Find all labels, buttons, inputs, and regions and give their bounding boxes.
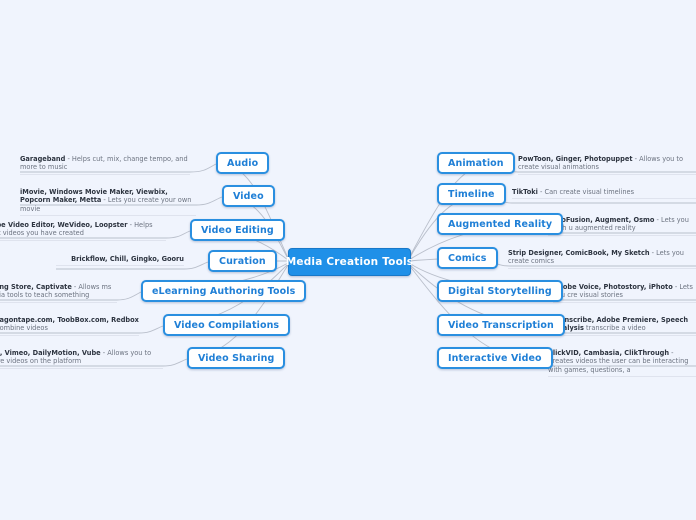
leaf-interactive-video-tools: ClickVID, Cambasia, ClikThrough - Create… [548, 349, 696, 378]
leaf-curation-tools: Brickflow, Chill, Gingko, Gooru [56, 255, 184, 267]
leaf-description: transcribe a video [583, 324, 646, 333]
leaf-description: - s combine videos [0, 324, 48, 333]
branch-node-video-sharing[interactable]: Video Sharing [187, 347, 286, 369]
leaf-elearning-tools: Learning Store, Captivate - Allows ms of… [0, 283, 117, 303]
leaf-tools: Tube Video Editor, WeVideo, Loopster [0, 221, 128, 229]
leaf-audio-tools: Garageband - Helps cut, mix, change temp… [20, 155, 190, 175]
branch-label: Audio [227, 157, 259, 169]
branch-label: Video Editing [201, 224, 274, 236]
branch-label: Video Transcription [448, 319, 554, 331]
branch-node-interactive-video[interactable]: Interactive Video [437, 347, 553, 369]
branch-node-video[interactable]: Video [222, 185, 275, 207]
leaf-video-tools: iMovie, Windows Movie Maker, Viewbix, Po… [20, 188, 196, 217]
leaf-tools: Learning Store, Captivate [0, 283, 72, 291]
leaf-tools: ClickVID, Cambasia, ClikThrough [548, 349, 670, 357]
center-node-label: Media Creation Tools [285, 256, 414, 268]
leaf-tools: Garageband [20, 155, 66, 163]
leaf-augmented-reality-tools: LegoFusion, Augment, Osmo - Lets you tea… [548, 216, 696, 236]
branch-label: Timeline [448, 188, 495, 200]
leaf-tools: , Dragontape.com, ToobBox.com, Redbox [0, 316, 139, 324]
branch-node-timeline[interactable]: Timeline [437, 183, 506, 205]
leaf-timeline-tools: TikToki - Can create visual timelines [512, 188, 696, 200]
branch-label: Comics [448, 252, 487, 264]
branch-node-audio[interactable]: Audio [216, 152, 270, 174]
branch-label: Video [233, 190, 264, 202]
leaf-digital-storytelling-tools: Adobe Voice, Photostory, iPhoto - Lets y… [553, 283, 696, 303]
branch-label: Curation [219, 255, 266, 267]
leaf-animation-tools: PowToon, Ginger, Photopuppet - Allows yo… [518, 155, 696, 175]
branch-node-video-editing[interactable]: Video Editing [190, 219, 285, 241]
branch-label: Interactive Video [448, 352, 542, 364]
branch-label: Video Compilations [174, 319, 280, 331]
branch-label: Animation [448, 157, 504, 169]
leaf-tools: TikToki [512, 188, 538, 196]
leaf-comics-tools: Strip Designer, ComicBook, My Sketch - L… [508, 249, 696, 269]
branch-node-video-compilations[interactable]: Video Compilations [163, 314, 291, 336]
leaf-video-compilations-tools: , Dragontape.com, ToobBox.com, Redbox - … [0, 316, 139, 336]
branch-node-elearning-authoring-tools[interactable]: eLearning Authoring Tools [141, 280, 307, 302]
leaf-tools: Strip Designer, ComicBook, My Sketch [508, 249, 650, 257]
leaf-tools: ube, Vimeo, DailyMotion, Vube [0, 349, 101, 357]
branch-node-curation[interactable]: Curation [208, 250, 277, 272]
leaf-video-editing-tools: Tube Video Editor, WeVideo, Loopster - H… [0, 221, 166, 241]
leaf-video-transcription-tools: Transcribe, Adobe Premiere, Speech Analy… [553, 316, 696, 336]
branch-node-animation[interactable]: Animation [437, 152, 515, 174]
branch-node-augmented-reality[interactable]: Augmented Reality [437, 213, 564, 235]
leaf-tools: PowToon, Ginger, Photopuppet [518, 155, 633, 163]
leaf-video-sharing-tools: ube, Vimeo, DailyMotion, Vube - Allows y… [0, 349, 163, 369]
branch-node-video-transcription[interactable]: Video Transcription [437, 314, 565, 336]
leaf-tools: LegoFusion, Augment, Osmo [548, 216, 655, 224]
leaf-description: - Can create visual timelines [537, 188, 635, 196]
leaf-tools: Brickflow, Chill, Gingko, Gooru [71, 255, 184, 263]
leaf-tools: Adobe Voice, Photostory, iPhoto [553, 283, 673, 291]
branch-label: eLearning Authoring Tools [152, 285, 296, 297]
branch-label: Digital Storytelling [448, 285, 552, 297]
branch-node-digital-storytelling[interactable]: Digital Storytelling [437, 280, 563, 302]
branch-label: Augmented Reality [448, 218, 553, 230]
branch-label: Video Sharing [198, 352, 275, 364]
center-node[interactable]: Media Creation Tools [285, 248, 414, 276]
branch-node-comics[interactable]: Comics [437, 247, 498, 269]
